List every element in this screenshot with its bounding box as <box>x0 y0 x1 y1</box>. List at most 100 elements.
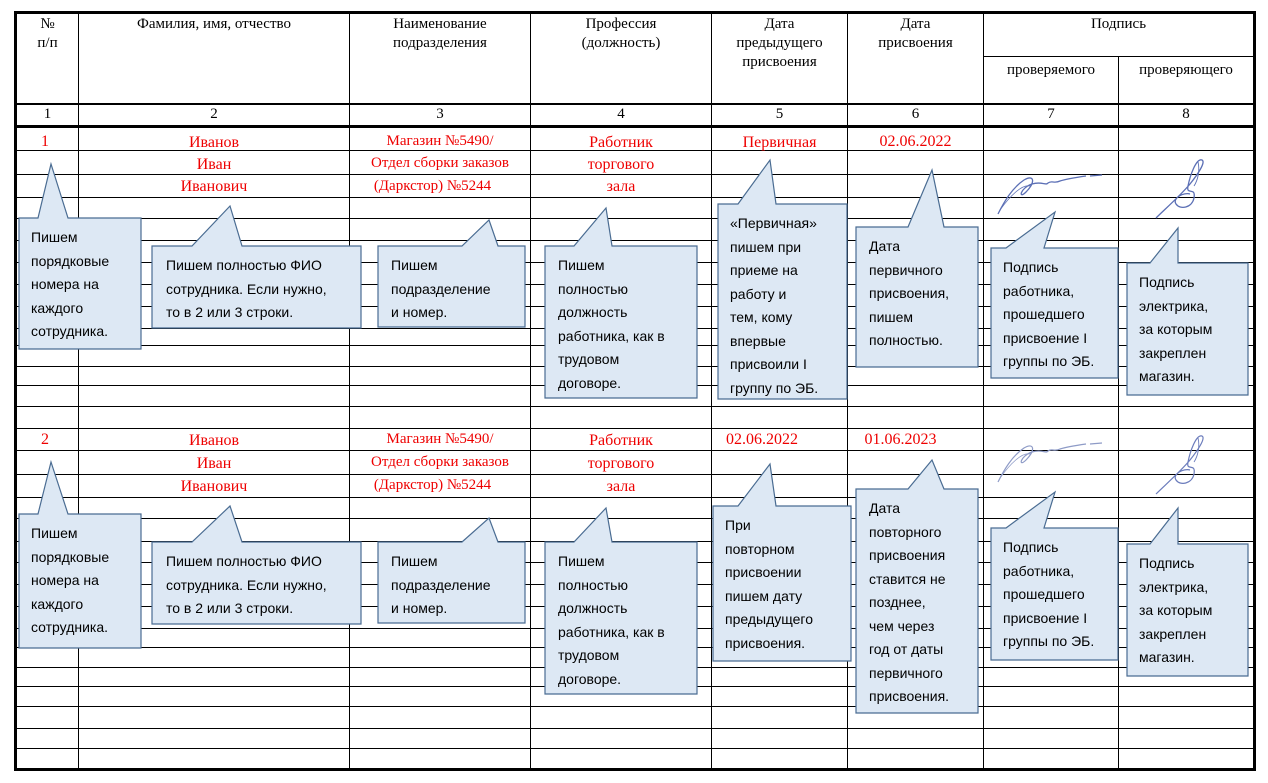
row-line <box>14 406 1256 407</box>
assignment-date: 01.06.2023 <box>864 431 937 448</box>
header-separator <box>14 103 1256 105</box>
col-divider <box>1118 56 1119 771</box>
department-line: (Даркстор) №5244 <box>373 178 492 194</box>
patronymic: Иванович <box>180 178 248 195</box>
column-number: 4 <box>617 106 625 122</box>
callout-text: Пишем полностью ФИО сотрудника. Если нуж… <box>166 553 327 616</box>
header-signature: Подпись <box>1090 16 1147 32</box>
patronymic: Иванович <box>180 478 248 495</box>
callout-text: Пишем подразделение и номер. <box>391 257 491 320</box>
header-signature-checked: проверяемого <box>1006 62 1095 78</box>
profession-line: Работник <box>589 134 653 151</box>
signature-electrician-image <box>1155 435 1204 495</box>
signature-employee-image <box>997 174 1103 215</box>
row-line <box>14 497 1256 498</box>
department-line: (Даркстор) №5244 <box>373 477 492 493</box>
callout-text: Дата первичного присвоения, пишем полнос… <box>869 238 950 348</box>
header-previous-date: Дата предыдущего присвоения <box>736 16 823 70</box>
assignment-date: 02.06.2022 <box>879 133 952 150</box>
row-line <box>14 748 1256 749</box>
callout-text: Подпись работника, прошедшего присвоение… <box>1003 539 1095 649</box>
first-name: Иван <box>196 156 232 173</box>
border-left <box>14 11 17 771</box>
row-line <box>14 150 1256 151</box>
department-line: Отдел сборки заказов <box>371 155 509 171</box>
header-number: № п/п <box>37 16 58 51</box>
callout-text: Подпись электрика, за которым закреплен … <box>1139 274 1213 384</box>
row-line <box>14 174 1256 175</box>
callout-text: Пишем порядковые номера на каждого сотру… <box>31 229 110 339</box>
department-line: Магазин №5490/ <box>386 133 494 149</box>
column-number: 5 <box>775 106 784 122</box>
department-line: Отдел сборки заказов <box>371 454 509 470</box>
row-line <box>14 197 1256 198</box>
callout-text: При повторном присвоении пишем дату пред… <box>725 517 813 651</box>
first-name: Иван <box>196 455 232 472</box>
row-line <box>14 518 1256 519</box>
callout-text: Подпись электрика, за которым закреплен … <box>1139 555 1213 665</box>
col-divider <box>349 11 350 771</box>
row-number: 1 <box>41 133 49 150</box>
row-line <box>14 240 1256 241</box>
row-line <box>14 474 1256 475</box>
border-right <box>1253 11 1256 771</box>
colnum-separator <box>14 125 1256 128</box>
header-fio: Фамилия, имя, отчество <box>137 16 291 32</box>
row-line <box>14 428 1256 429</box>
header-profession: Профессия (должность) <box>581 16 661 51</box>
col-divider <box>711 11 712 771</box>
row-line <box>14 450 1256 451</box>
signature-electrician-image <box>1155 159 1204 219</box>
callout-text: Пишем порядковые номера на каждого сотру… <box>31 525 110 635</box>
department-line: Магазин №5490/ <box>386 431 494 447</box>
callout-text: Дата повторного присвоения ставится не п… <box>869 500 950 704</box>
col-divider <box>530 11 531 771</box>
header-signature-checker: проверяющего <box>1139 62 1233 78</box>
header-department: Наименование подразделения <box>393 16 487 51</box>
profession-line: зала <box>606 178 636 195</box>
profession-line: торгового <box>587 455 655 472</box>
column-number: 3 <box>436 106 444 122</box>
row-line <box>14 728 1256 729</box>
surname: Иванов <box>188 134 240 151</box>
callout-text: Пишем полностью ФИО сотрудника. Если нуж… <box>166 257 327 320</box>
col-divider <box>983 11 984 771</box>
signature-employee-image <box>997 442 1103 483</box>
column-number: 1 <box>43 106 52 122</box>
callout-text: Подпись работника, прошедшего присвоение… <box>1003 259 1095 369</box>
column-number: 2 <box>210 106 218 122</box>
callout-text: Пишем полностью должность работника, как… <box>558 553 665 687</box>
row-line <box>14 706 1256 707</box>
column-number: 6 <box>911 106 920 122</box>
previous-date: Первичная <box>742 134 817 151</box>
header-date: Дата присвоения <box>878 16 953 51</box>
border-bottom <box>14 768 1256 771</box>
profession-line: зала <box>606 478 636 495</box>
profession-line: Работник <box>589 432 653 449</box>
surname: Иванов <box>188 432 240 449</box>
callout-text: «Первичная» пишем при приеме на работу и… <box>730 215 819 396</box>
column-number: 8 <box>1182 106 1190 122</box>
row-number: 2 <box>41 431 49 448</box>
profession-line: торгового <box>587 156 655 173</box>
border-top <box>14 11 1256 14</box>
signature-subheader-line <box>983 56 1256 57</box>
callout-text: Пишем полностью должность работника, как… <box>558 257 665 391</box>
row-line <box>14 218 1256 219</box>
column-number: 7 <box>1047 106 1055 122</box>
